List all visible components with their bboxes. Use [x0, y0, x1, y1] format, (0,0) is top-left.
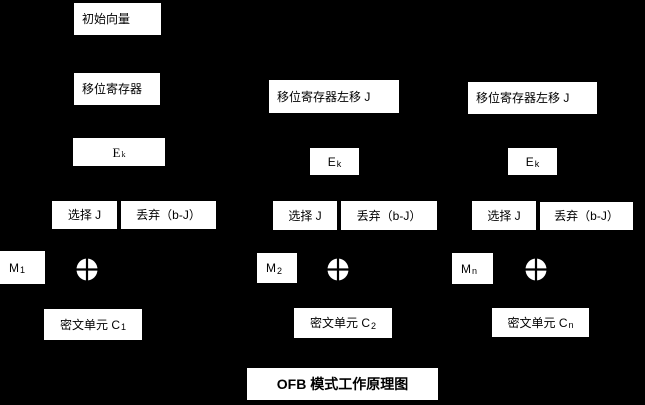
message-subscript-3: n [472, 266, 478, 276]
shift-register-box-1: 移位寄存器 [74, 73, 160, 105]
message-label-2: M [266, 261, 276, 275]
shift-register-label-2: 移位寄存器左移 J [277, 89, 371, 104]
discard-box-2: 丢弃（b-J） [341, 201, 437, 230]
cipher-unit-subscript-3: n [568, 320, 574, 330]
cipher-unit-subscript-2: 2 [371, 320, 377, 331]
cipher-unit-label-2: 密文单元 C [309, 316, 370, 330]
cipher-unit-label-1: 密文单元 C [59, 317, 120, 332]
initial-vector-box: 初始向量 [74, 3, 161, 35]
xor-icon [525, 258, 547, 281]
discard-box-1: 丢弃（b-J） [121, 201, 216, 229]
shift-register-label-1: 移位寄存器 [82, 82, 143, 96]
shift-register-label-3: 移位寄存器左移 J [476, 91, 570, 105]
cipher-unit-subscript-1: 1 [121, 322, 127, 332]
message-label-3: M [461, 261, 471, 276]
select-j-box-1: 选择 J [52, 201, 117, 229]
encrypt-label-1: E [112, 144, 121, 160]
shift-register-box-3: 移位寄存器左移 J [468, 82, 597, 114]
select-j-label-2: 选择 J [288, 208, 322, 223]
message-label-1: M [9, 260, 19, 275]
encrypt-subscript-2: k [336, 159, 342, 169]
xor-icon [327, 258, 349, 281]
diagram-title-box: OFB 模式工作原理图 [247, 368, 438, 400]
message-subscript-2: 2 [277, 265, 283, 276]
cipher-unit-label-3: 密文单元 C [507, 315, 568, 330]
initial-vector-label: 初始向量 [82, 12, 131, 26]
discard-label-3: 丢弃（b-J） [554, 209, 619, 223]
xor-icon [76, 258, 98, 281]
select-j-box-3: 选择 J [472, 201, 536, 230]
shift-register-box-2: 移位寄存器左移 J [269, 80, 399, 113]
encrypt-subscript-3: k [534, 159, 540, 169]
discard-label-2: 丢弃（b-J） [356, 208, 422, 223]
message-subscript-1: 1 [20, 265, 26, 275]
select-j-label-1: 选择 J [67, 208, 102, 222]
encrypt-label-2: E [327, 154, 336, 169]
diagram-title: OFB 模式工作原理图 [276, 376, 409, 392]
encrypt-label-3: E [525, 154, 534, 169]
select-j-box-2: 选择 J [273, 201, 337, 230]
select-j-label-3: 选择 J [487, 208, 521, 223]
encrypt-subscript-1: k [121, 150, 126, 159]
discard-label-1: 丢弃（b-J） [136, 208, 201, 222]
discard-box-3: 丢弃（b-J） [540, 202, 633, 230]
